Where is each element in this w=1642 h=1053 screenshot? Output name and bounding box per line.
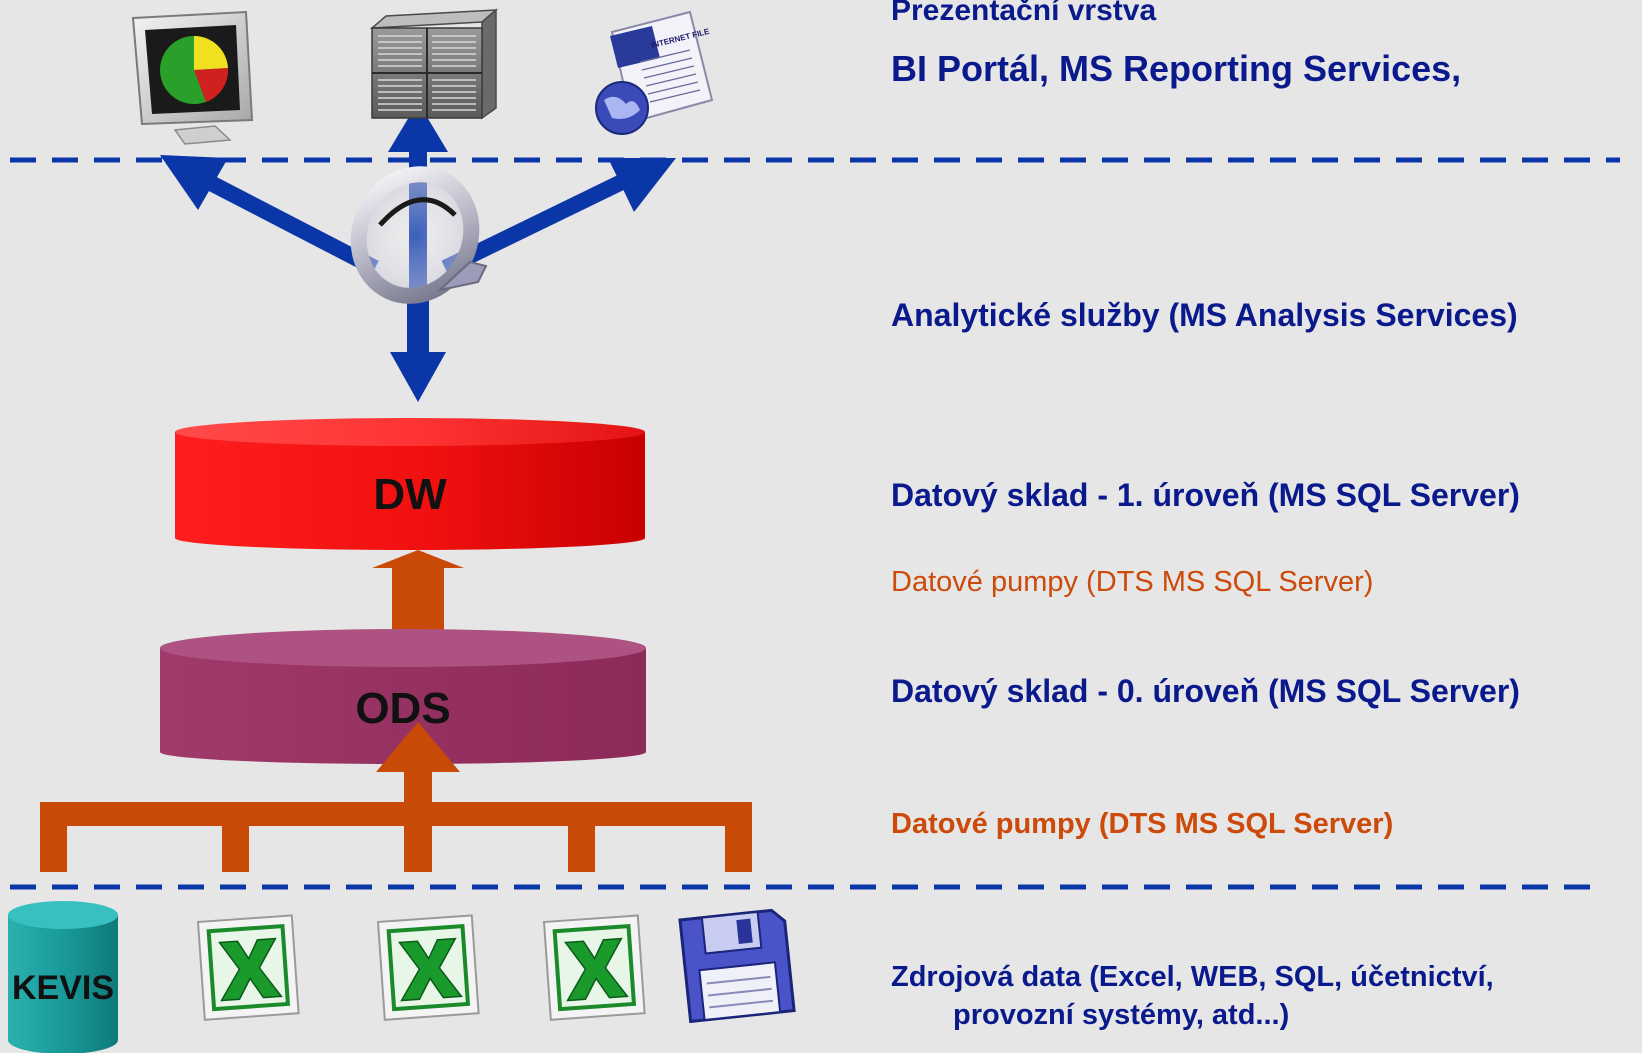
analysis-layer-label: Analytické služby (MS Analysis Services) <box>891 297 1518 333</box>
floppy-disk-icon <box>678 908 796 1024</box>
source-data-line1: Zdrojová data (Excel, WEB, SQL, účetnict… <box>891 961 1494 993</box>
monitor-pie-chart-icon <box>131 10 254 145</box>
dw-level0-label: Datový sklad - 0. úroveň (MS SQL Server) <box>891 673 1520 709</box>
source-data-line2: provozní systémy, atd...) <box>953 999 1290 1031</box>
magnifier-icon <box>350 166 488 304</box>
kevis-label: KEVIS <box>12 969 114 1007</box>
server-stack-icon <box>369 8 499 120</box>
presentation-layer-title: Prezentační vrstva <box>891 0 1157 27</box>
internet-file-icon: INTERNET FILE <box>595 10 714 135</box>
excel-file-icon <box>542 914 646 1021</box>
ods-cylinder <box>160 629 646 764</box>
excel-file-icon <box>376 914 480 1021</box>
pumps-upper-label: Datové pumpy (DTS MS SQL Server) <box>891 566 1374 598</box>
source-data-label: Zdrojová data (Excel, WEB, SQL, účetnict… <box>891 958 1494 1034</box>
kevis-database-icon <box>8 901 118 1053</box>
excel-file-icon <box>196 914 300 1021</box>
pumps-lower-label: Datové pumpy (DTS MS SQL Server) <box>891 808 1394 840</box>
dw-cylinder <box>175 418 645 550</box>
dw-label: DW <box>373 470 447 519</box>
pump-manifold <box>40 722 752 872</box>
presentation-tools-label: BI Portál, MS Reporting Services, <box>891 48 1462 89</box>
dw-level1-label: Datový sklad - 1. úroveň (MS SQL Server) <box>891 477 1520 513</box>
ods-label: ODS <box>355 684 450 733</box>
